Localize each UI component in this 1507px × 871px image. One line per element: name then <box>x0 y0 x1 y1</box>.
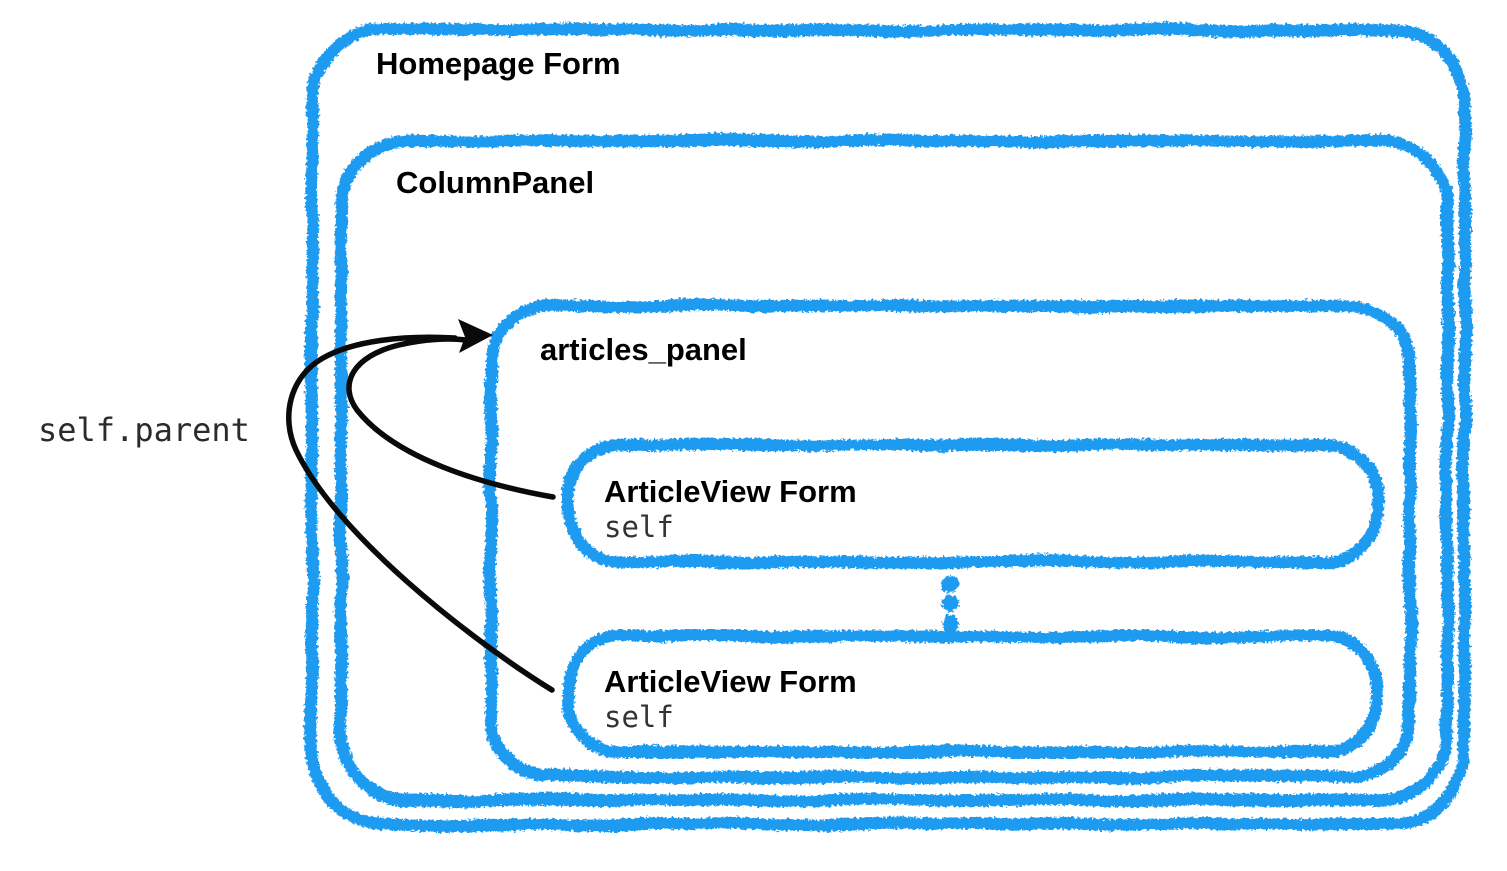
box-outlines <box>306 24 1470 830</box>
ellipsis-dot <box>941 575 959 593</box>
self-parent-annotation: self.parent <box>38 411 250 449</box>
column-panel-label: ColumnPanel <box>396 165 594 200</box>
arrow-from-articleview-1 <box>346 336 556 500</box>
article-view-2-self-code: self <box>604 700 674 734</box>
articles-panel-label: articles_panel <box>540 332 747 367</box>
article-view-1-box <box>562 439 1384 568</box>
article-view-2-box <box>562 630 1384 758</box>
article-view-1-self-code: self <box>604 510 674 544</box>
article-view-2-label: ArticleView Form <box>604 664 857 699</box>
articles-panel-box <box>485 300 1416 783</box>
arrow-from-articleview-2 <box>286 334 555 693</box>
arrowhead-icon <box>458 319 493 353</box>
labels: Homepage Form ColumnPanel articles_panel… <box>38 46 857 734</box>
column-panel-box <box>335 135 1453 806</box>
vertical-ellipsis-icon <box>941 575 959 633</box>
homepage-form-label: Homepage Form <box>376 46 621 81</box>
ellipsis-dot <box>941 595 959 613</box>
self-parent-arrows <box>286 319 556 693</box>
article-view-1-label: ArticleView Form <box>604 474 857 509</box>
ellipsis-dot <box>941 615 959 633</box>
homepage-form-box <box>306 24 1470 830</box>
